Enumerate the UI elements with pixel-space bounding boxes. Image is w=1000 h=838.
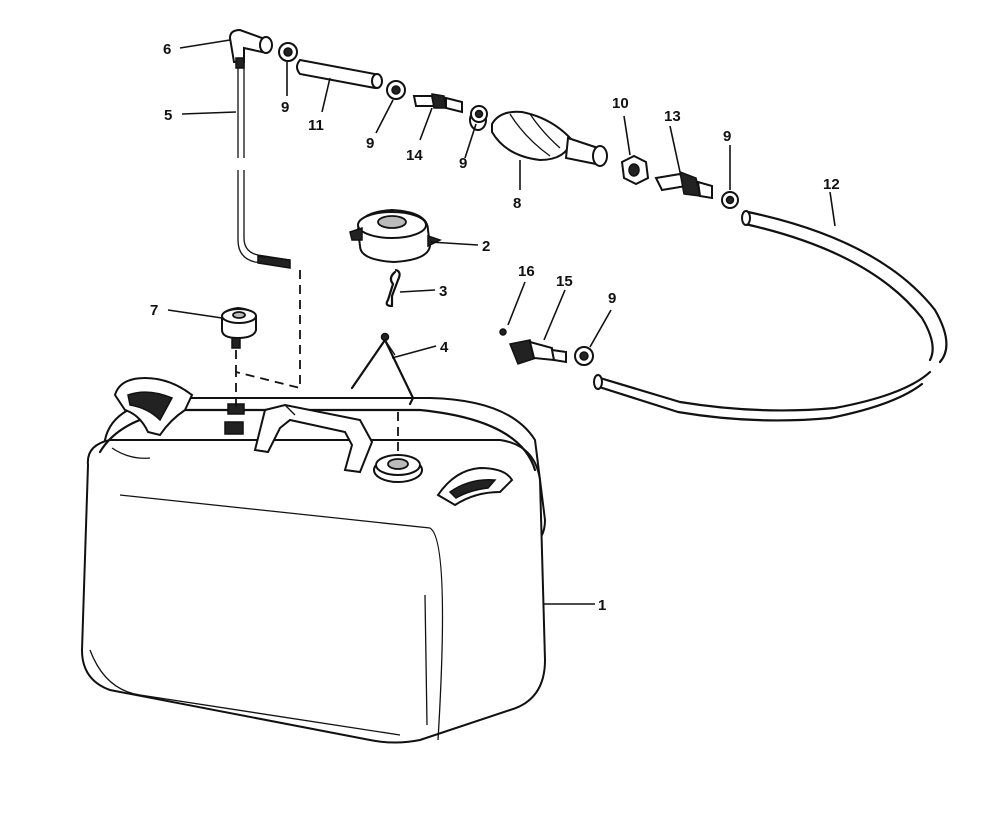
label-2: 2 [429, 238, 490, 255]
svg-text:9: 9 [281, 99, 289, 116]
clamp-b [386, 80, 406, 100]
o-ring [499, 328, 507, 336]
svg-text:9: 9 [723, 128, 731, 145]
label-3: 3 [399, 283, 447, 300]
svg-text:11: 11 [308, 117, 324, 134]
svg-text:4: 4 [440, 339, 449, 356]
label-4: 4 [391, 339, 449, 359]
label-8: 8 [513, 160, 521, 212]
hose-short [296, 58, 383, 90]
label-11: 11 [308, 77, 331, 134]
svg-text:10: 10 [612, 95, 629, 112]
clamp-e [574, 346, 594, 366]
engine-fitting [508, 339, 567, 365]
label-13: 13 [664, 108, 681, 173]
label-9c: 9 [459, 123, 477, 172]
pickup-tube [237, 60, 291, 269]
svg-text:3: 3 [439, 283, 447, 300]
vent-screw [221, 306, 257, 349]
wire-retainer [350, 332, 415, 406]
label-1: 1 [544, 597, 606, 614]
label-16: 16 [507, 263, 535, 326]
svg-text:5: 5 [164, 107, 172, 124]
hose-connector [654, 170, 713, 200]
svg-text:2: 2 [482, 238, 490, 255]
svg-text:12: 12 [823, 176, 840, 193]
svg-text:9: 9 [366, 135, 374, 152]
label-14: 14 [406, 107, 433, 164]
svg-text:7: 7 [150, 302, 158, 319]
fuel-tank [80, 376, 547, 744]
guide-line-tube [235, 270, 301, 410]
label-6: 6 [163, 39, 231, 58]
svg-text:9: 9 [608, 290, 616, 307]
hose-long [593, 210, 948, 422]
label-9e: 9 [589, 290, 616, 348]
tank-connector [412, 93, 463, 114]
svg-text:13: 13 [664, 108, 681, 125]
label-12: 12 [823, 176, 840, 227]
label-5: 5 [164, 107, 237, 124]
svg-text:8: 8 [513, 195, 521, 212]
label-9b: 9 [366, 99, 394, 152]
label-10: 10 [612, 95, 631, 156]
svg-text:9: 9 [459, 155, 467, 172]
label-9d: 9 [723, 128, 731, 190]
cap-retainer [385, 268, 401, 308]
svg-text:14: 14 [406, 147, 423, 164]
label-15: 15 [543, 273, 573, 341]
svg-text:16: 16 [518, 263, 535, 280]
label-9a: 9 [281, 62, 289, 116]
clamp-c [470, 105, 488, 123]
hose-nut [620, 154, 650, 186]
primer-bulb [469, 109, 608, 167]
svg-text:15: 15 [556, 273, 573, 290]
fuel-cap [349, 208, 442, 264]
clamp-d [721, 191, 739, 209]
svg-text:6: 6 [163, 41, 171, 58]
elbow-fitting [228, 28, 273, 69]
svg-text:1: 1 [598, 597, 606, 614]
clamp-a [278, 42, 298, 62]
label-7: 7 [150, 302, 223, 319]
